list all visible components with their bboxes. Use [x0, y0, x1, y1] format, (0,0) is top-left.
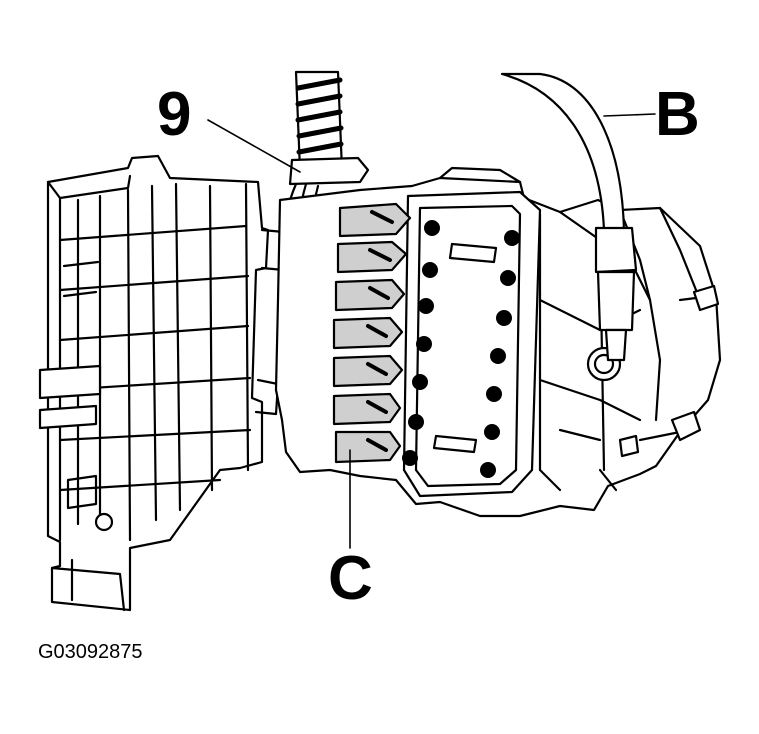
- hinged-cover: [38, 154, 286, 612]
- callout-9: 9: [157, 80, 192, 149]
- callout-b: B: [655, 80, 700, 149]
- callout-c: C: [328, 544, 373, 613]
- leader-line-b: [603, 113, 656, 117]
- valve-body: [274, 166, 722, 518]
- solenoid-connectors: [332, 202, 412, 464]
- leader-lines: [207, 113, 656, 549]
- leader-line-9: [207, 119, 301, 173]
- figure-id: G03092875: [38, 641, 143, 663]
- cable-b: [500, 72, 638, 362]
